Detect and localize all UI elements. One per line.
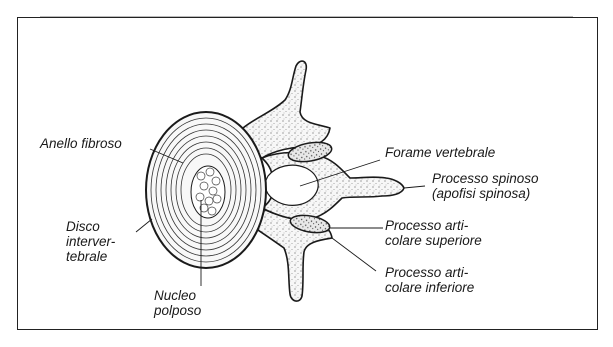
label-disco-intervertebrale: Disco interver- tebrale xyxy=(66,219,115,264)
vertebral-foramen xyxy=(265,165,318,205)
intervertebral-disc xyxy=(146,112,266,268)
label-nucleo-polposo: Nucleo polposo xyxy=(154,288,201,318)
label-processo-articolare-superiore: Processo arti- colare superiore xyxy=(385,218,482,248)
label-processo-articolare-inferiore: Processo arti- colare inferiore xyxy=(385,265,474,295)
label-processo-spinoso: Processo spinoso (apofisi spinosa) xyxy=(432,171,539,201)
label-anello-fibroso: Anello fibroso xyxy=(40,136,122,151)
leader-spinoso xyxy=(404,186,425,188)
leader-disco xyxy=(136,219,152,232)
leader-art-inf xyxy=(332,238,376,271)
label-forame-vertebrale: Forame vertebrale xyxy=(385,145,495,160)
